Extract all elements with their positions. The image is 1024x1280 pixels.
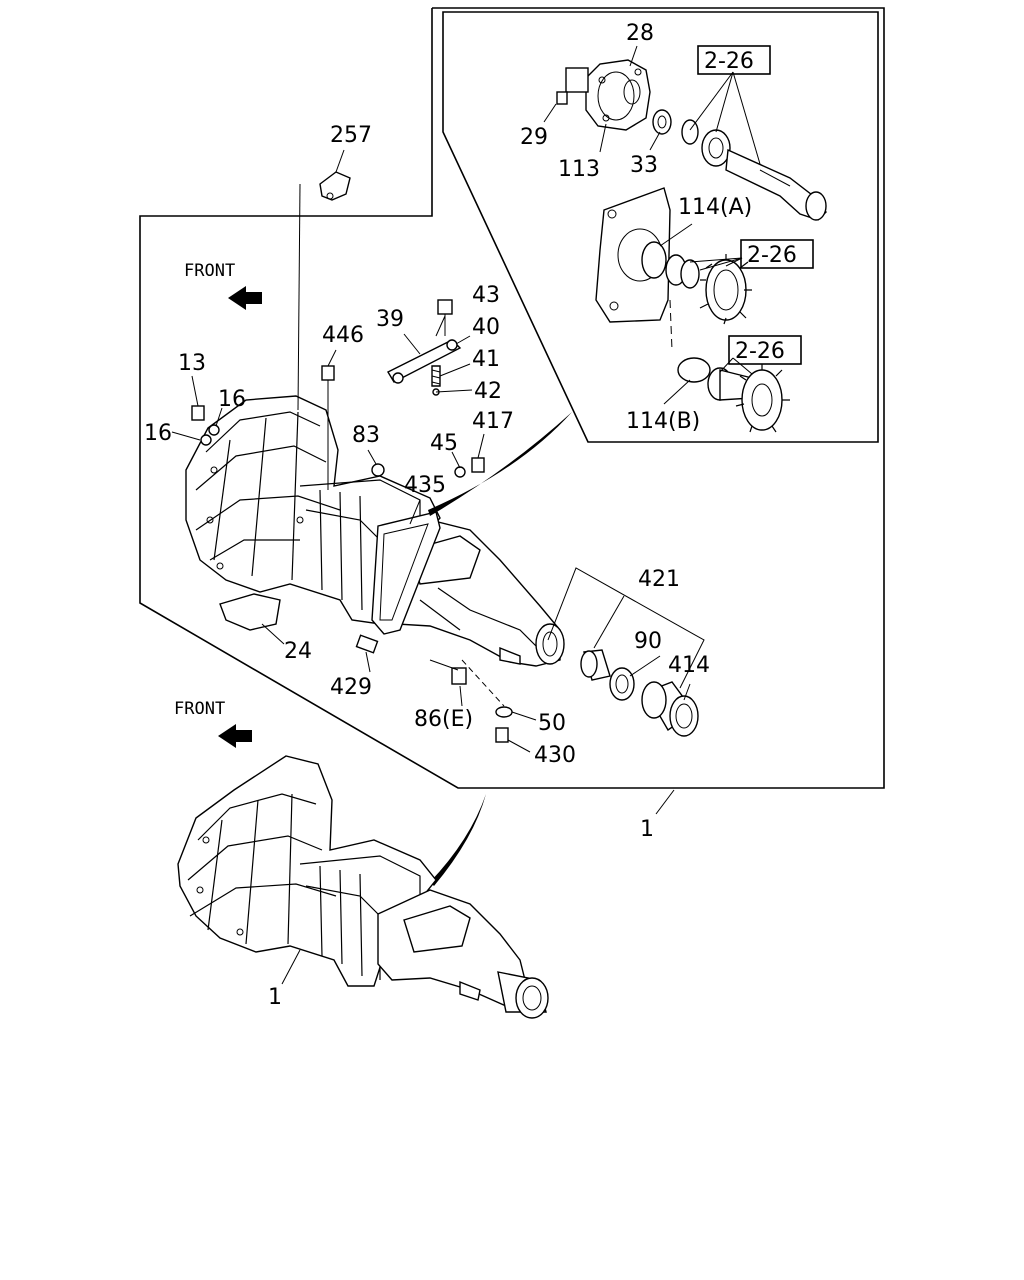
assembled-transmission-part — [177, 755, 549, 1019]
label-40: 40 — [472, 315, 500, 340]
label-430: 430 — [534, 743, 576, 768]
front-arrow-bottom-icon — [218, 724, 252, 748]
label-435: 435 — [404, 473, 446, 498]
bracket-257-part — [319, 171, 351, 201]
bolt-86e-part — [429, 659, 467, 685]
label-83: 83 — [352, 423, 380, 448]
washer-50-part — [495, 706, 513, 718]
pointer-wedge-lower — [430, 794, 486, 886]
bolt-430-part — [495, 727, 509, 743]
label-2-26-a: 2-26 — [704, 49, 754, 74]
label-28: 28 — [626, 21, 654, 46]
label-1-right: 1 — [640, 817, 654, 842]
label-16-a: 16 — [218, 387, 246, 412]
inner-detail-frame — [442, 11, 879, 443]
label-13: 13 — [178, 351, 206, 376]
ref-box-2-26-a — [697, 45, 771, 75]
snap-ring-114a-part — [641, 241, 667, 279]
bolt-13-part — [191, 405, 205, 421]
washer-45-part — [454, 466, 466, 478]
washer-16a-part — [208, 424, 220, 436]
label-114b: 114(B) — [626, 409, 700, 434]
plug-83-part — [371, 463, 385, 477]
label-1-left: 1 — [268, 985, 282, 1010]
label-41: 41 — [472, 347, 500, 372]
label-39: 39 — [376, 307, 404, 332]
label-29: 29 — [520, 125, 548, 150]
label-16-b: 16 — [144, 421, 172, 446]
front-label-top: FRONT — [184, 261, 235, 281]
label-417: 417 — [472, 409, 514, 434]
front-arrow-top-icon — [228, 286, 262, 310]
label-45: 45 — [430, 431, 458, 456]
label-446: 446 — [322, 323, 364, 348]
bushing-421-part — [580, 649, 611, 681]
label-86e: 86(E) — [414, 707, 473, 732]
bolt-446-part — [321, 365, 335, 490]
label-33: 33 — [630, 153, 658, 178]
plug-417-part — [471, 457, 485, 473]
rear-cover-part — [565, 59, 651, 131]
label-24: 24 — [284, 639, 312, 664]
label-42: 42 — [474, 379, 502, 404]
spring-41-part — [431, 365, 441, 387]
label-43: 43 — [472, 283, 500, 308]
bolt-29-part — [556, 91, 568, 105]
front-label-bottom: FRONT — [174, 699, 225, 719]
label-414: 414 — [668, 653, 710, 678]
label-113: 113 — [558, 157, 600, 182]
washer-16b-part — [200, 434, 212, 446]
label-90: 90 — [634, 629, 662, 654]
label-429: 429 — [330, 675, 372, 700]
ref-box-2-26-b — [740, 239, 814, 269]
outer-frame — [139, 7, 885, 789]
label-257: 257 — [330, 123, 372, 148]
label-50: 50 — [538, 711, 566, 736]
countershaft-gear-part — [665, 254, 752, 325]
seal-33-part — [652, 109, 672, 135]
pad-24-part — [219, 593, 281, 631]
ref-box-2-26-c — [728, 335, 802, 365]
label-421: 421 — [638, 567, 680, 592]
label-2-26-b: 2-26 — [747, 243, 797, 268]
dust-cover-414-part — [641, 681, 699, 737]
pin-429-part — [355, 634, 379, 654]
label-2-26-c: 2-26 — [735, 339, 785, 364]
reverse-gear-part — [707, 364, 790, 433]
label-114a: 114(A) — [678, 195, 752, 220]
pointer-wedge-upper — [428, 412, 572, 516]
mainshaft-assembly-part — [681, 119, 827, 221]
shift-arm-39-part — [387, 339, 462, 384]
snap-ring-114b-part — [677, 357, 711, 383]
bolt-43-part — [437, 299, 453, 336]
oil-seal-90-part — [609, 667, 635, 701]
